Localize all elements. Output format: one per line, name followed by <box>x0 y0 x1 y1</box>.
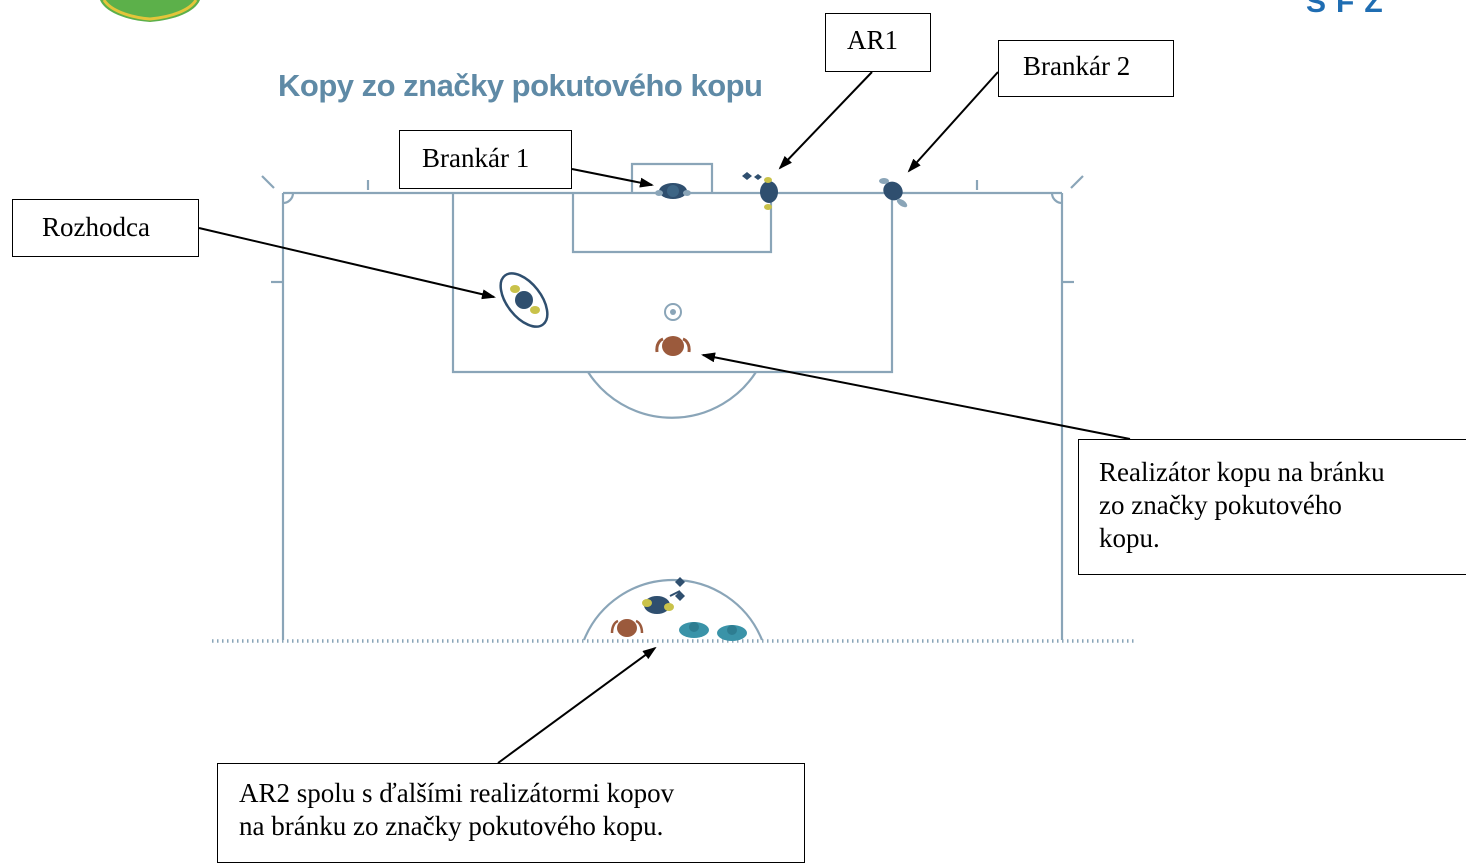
centre-circle <box>582 578 764 641</box>
corner-arc-left <box>282 192 295 205</box>
logo-badge-rim <box>102 0 198 21</box>
arrow-ar2 <box>497 646 657 764</box>
kicker-label-box: Realizátor kopu na bránku zo značky poku… <box>1078 439 1466 575</box>
goalkeeper1-figure <box>655 183 691 199</box>
arrow-kicker <box>701 352 1131 440</box>
arrow-referee <box>198 227 496 300</box>
kicker-label-line: kopu. <box>1099 523 1160 553</box>
ar2-label-line: na bránku zo značky pokutového kopu. <box>239 811 664 841</box>
arrow-goalkeeper1 <box>571 168 654 188</box>
sfz-logo-text: SFZ <box>1306 0 1393 19</box>
corner-mark-left <box>261 175 275 189</box>
ar2-label-box: AR2 spolu s ďalšími realizátormi kopov n… <box>217 763 805 863</box>
goal <box>630 162 714 193</box>
ar1-label: AR1 <box>847 25 899 55</box>
ar1-figure <box>742 172 778 210</box>
logo-badge <box>100 0 200 22</box>
penalty-arc <box>587 371 757 419</box>
corner-arc-right <box>1050 192 1063 205</box>
kicker-label-line: Realizátor kopu na bránku <box>1099 457 1385 487</box>
diagram-title: Kopy zo značky pokutového kopu <box>278 68 763 103</box>
ar2-label-line: AR2 spolu s ďalšími realizátormi kopov <box>239 778 675 808</box>
kicker-figure <box>655 336 691 356</box>
goal-area <box>571 193 773 254</box>
goalkeeper1-label: Brankár 1 <box>422 143 530 173</box>
ar2-group <box>610 577 747 641</box>
goalkeeper2-label-box: Brankár 2 <box>998 40 1174 97</box>
ar1-label-box: AR1 <box>825 13 931 72</box>
kicker-label-line: zo značky pokutového <box>1099 490 1342 520</box>
goalkeeper2-figure <box>879 178 908 208</box>
penalty-area <box>451 193 894 374</box>
arrow-goalkeeper2 <box>907 71 999 173</box>
referee-figure <box>499 272 549 328</box>
goalkeeper1-label-box: Brankár 1 <box>399 130 572 189</box>
goalkeeper2-label: Brankár 2 <box>1023 51 1131 81</box>
referee-label: Rozhodca <box>42 212 150 242</box>
pitch-lines <box>261 162 1084 641</box>
arrow-ar1 <box>778 71 873 170</box>
referee-label-box: Rozhodca <box>12 199 199 257</box>
corner-mark-right <box>1070 175 1084 189</box>
ball-icon <box>664 303 682 321</box>
